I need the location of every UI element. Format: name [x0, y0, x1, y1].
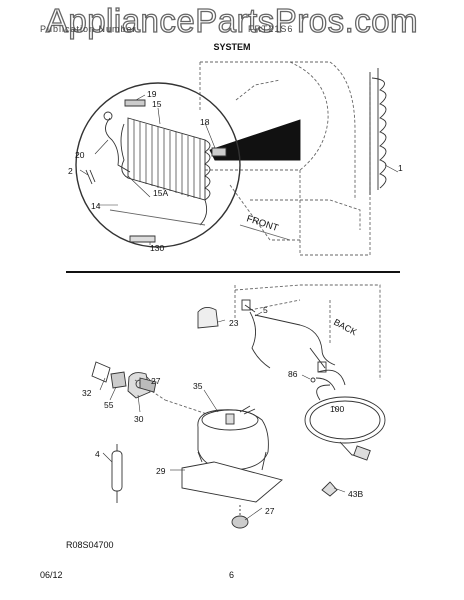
callout-35: 35: [193, 381, 203, 391]
relay-cover-23: [197, 307, 219, 329]
view-wedge: [209, 119, 301, 161]
callout-2: 2: [68, 166, 73, 176]
callout-86: 86: [288, 369, 298, 379]
capacitor-4: [111, 444, 123, 503]
watermark: AppliancePartsPros.com: [45, 1, 419, 39]
callout-30: 30: [134, 414, 144, 424]
callout-130: 130: [150, 243, 164, 253]
callout-20: 20: [75, 150, 85, 160]
callout-27-top: 27: [151, 376, 161, 386]
callout-23: 23: [229, 318, 239, 328]
footer-date: 06/12: [40, 570, 63, 580]
grommet-27-lower: [231, 515, 249, 529]
callout-32: 32: [82, 388, 92, 398]
callout-labels: 19 15 18 20 2 15A 14 130 1 23 5 86 32 55…: [68, 89, 403, 516]
drawing-code: R08S04700: [66, 540, 114, 550]
compressor-29: [181, 405, 283, 503]
callout-19: 19: [147, 89, 157, 99]
callout-27-bottom: 27: [265, 506, 275, 516]
back-label: BACK: [332, 317, 358, 337]
leader-lines-lower: [99, 311, 346, 521]
callout-55: 55: [104, 400, 114, 410]
callout-15: 15: [152, 99, 162, 109]
callout-18: 18: [200, 117, 210, 127]
header-right: FRT21S6: [248, 24, 294, 34]
cabinet-outline: [199, 61, 371, 256]
leader-lines-upper: [79, 94, 399, 245]
callout-5: 5: [263, 305, 268, 315]
footer-page-number: 6: [229, 570, 235, 580]
header-left: Publication Number: [40, 24, 137, 34]
front-label: FRONT: [245, 213, 280, 234]
bracket-32: [91, 361, 111, 383]
callout-1: 1: [398, 163, 403, 173]
wiring-harness: [241, 299, 336, 373]
power-cord: [304, 384, 386, 461]
evaporator-detail-circle: [75, 82, 241, 248]
callout-14: 14: [91, 201, 101, 211]
condenser-coil: [369, 68, 387, 195]
callout-15A: 15A: [153, 188, 168, 198]
callout-4: 4: [95, 449, 100, 459]
section-title: SYSTEM: [213, 42, 251, 52]
grommet-27-upper: [139, 377, 157, 393]
callout-100: 100: [330, 404, 344, 414]
callout-43B: 43B: [348, 489, 363, 499]
callout-29: 29: [156, 466, 166, 476]
clip-43b: [321, 481, 338, 497]
cabinet-base-outline: [234, 284, 381, 380]
overload-55: [110, 371, 127, 389]
